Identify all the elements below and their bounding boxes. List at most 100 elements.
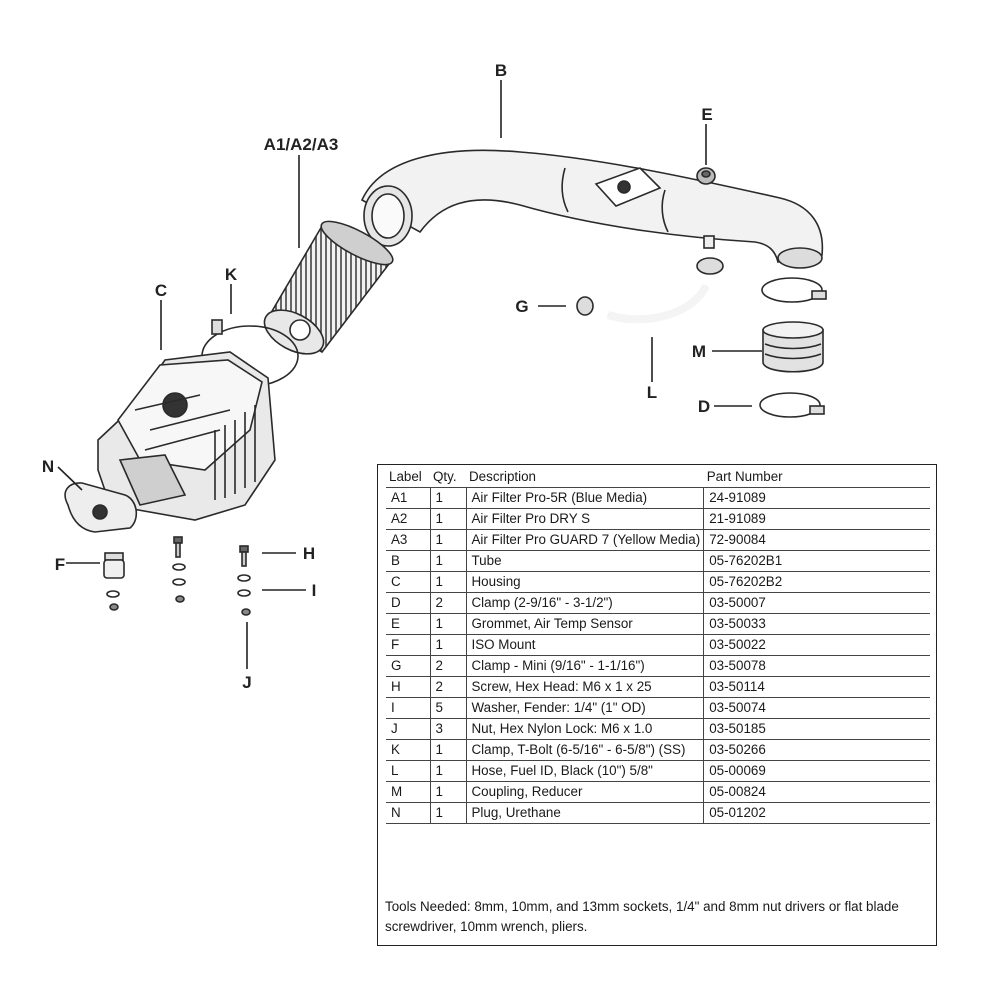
callout-c: C [155, 281, 167, 300]
cell-qty: 3 [429, 718, 466, 740]
tools-needed-note: Tools Needed: 8mm, 10mm, and 13mm socket… [385, 899, 899, 934]
cell-part-number: 72-90084 [703, 529, 930, 551]
cell-qty: 2 [429, 655, 466, 677]
cell-label: H [386, 676, 430, 698]
callout-h: H [303, 544, 315, 563]
cell-part-number: 03-50074 [703, 697, 930, 719]
cell-label: D [386, 592, 430, 614]
callout-i: I [312, 581, 317, 600]
callout-b: B [495, 61, 507, 80]
plug-n [64, 482, 138, 533]
cell-label: L [386, 760, 430, 782]
cell-label: F [386, 634, 430, 656]
iso-mount-f [103, 552, 125, 611]
cell-label: B [386, 550, 430, 572]
cell-description: Clamp (2-9/16" - 3-1/2") [465, 592, 704, 614]
cell-description: Housing [465, 571, 704, 593]
cell-description: Washer, Fender: 1/4" (1" OD) [465, 697, 704, 719]
coupling-m [762, 321, 824, 373]
header-description: Description [469, 469, 536, 484]
fasteners-right [237, 545, 251, 616]
header-qty: Qty. [433, 469, 457, 484]
cell-label: N [386, 802, 430, 824]
callout-f: F [55, 555, 65, 574]
cell-qty: 1 [429, 760, 466, 782]
callout-l: L [647, 383, 657, 402]
cell-part-number: 03-50185 [703, 718, 930, 740]
cell-label: I [386, 697, 430, 719]
callout-j: J [242, 673, 251, 692]
grommet-e [696, 167, 716, 185]
callout-n: N [42, 457, 54, 476]
cell-qty: 1 [429, 529, 466, 551]
callout-g: G [515, 297, 528, 316]
upper-clamp [761, 277, 827, 303]
cell-part-number: 24-91089 [703, 487, 930, 509]
header-part-number: Part Number [706, 469, 783, 484]
cell-description: Hose, Fuel ID, Black (10") 5/8" [465, 760, 704, 782]
cell-part-number: 05-00069 [703, 760, 930, 782]
hose-l [606, 283, 710, 324]
cell-qty: 1 [429, 571, 466, 593]
callout-a1a2a3: A1/A2/A3 [264, 135, 339, 154]
cell-label: A1 [386, 487, 430, 509]
cell-qty: 2 [429, 676, 466, 698]
cell-description: Screw, Hex Head: M6 x 1 x 25 [465, 676, 704, 698]
cell-description: Plug, Urethane [465, 802, 704, 824]
mini-clamps-g [576, 257, 724, 316]
cell-part-number: 03-50266 [703, 739, 930, 761]
cell-description: Air Filter Pro GUARD 7 (Yellow Media) [465, 529, 704, 551]
fasteners-center [172, 536, 186, 603]
intake-tube [360, 149, 824, 269]
cell-label: J [386, 718, 430, 740]
cell-part-number: 03-50007 [703, 592, 930, 614]
cell-description: Coupling, Reducer [465, 781, 704, 803]
cell-part-number: 21-91089 [703, 508, 930, 530]
cell-description: Clamp, T-Bolt (6-5/16" - 6-5/8") (SS) [465, 739, 704, 761]
cell-part-number: 05-76202B1 [703, 550, 930, 572]
parts-table-header: Label Qty. Description Part Number [386, 467, 930, 488]
air-filter [263, 220, 394, 355]
cell-qty: 2 [429, 592, 466, 614]
cell-part-number: 05-01202 [703, 802, 930, 824]
cell-label: G [386, 655, 430, 677]
cell-part-number: 05-00824 [703, 781, 930, 803]
cell-description: ISO Mount [465, 634, 704, 656]
cell-label: K [386, 739, 430, 761]
cell-part-number: 03-50033 [703, 613, 930, 635]
cell-part-number: 03-50078 [703, 655, 930, 677]
cell-description: Air Filter Pro DRY S [465, 508, 704, 530]
cell-qty: 1 [429, 739, 466, 761]
callout-e: E [701, 105, 712, 124]
clamp-d [759, 392, 825, 418]
cell-label: C [386, 571, 430, 593]
callout-d: D [698, 397, 710, 416]
callout-m: M [692, 342, 706, 361]
filter-housing [97, 351, 276, 521]
cell-qty: 5 [429, 697, 466, 719]
cell-qty: 1 [429, 487, 466, 509]
cell-part-number: 03-50022 [703, 634, 930, 656]
cell-description: Clamp - Mini (9/16" - 1-1/16") [465, 655, 704, 677]
cell-label: M [386, 781, 430, 803]
cell-part-number: 03-50114 [703, 676, 930, 698]
